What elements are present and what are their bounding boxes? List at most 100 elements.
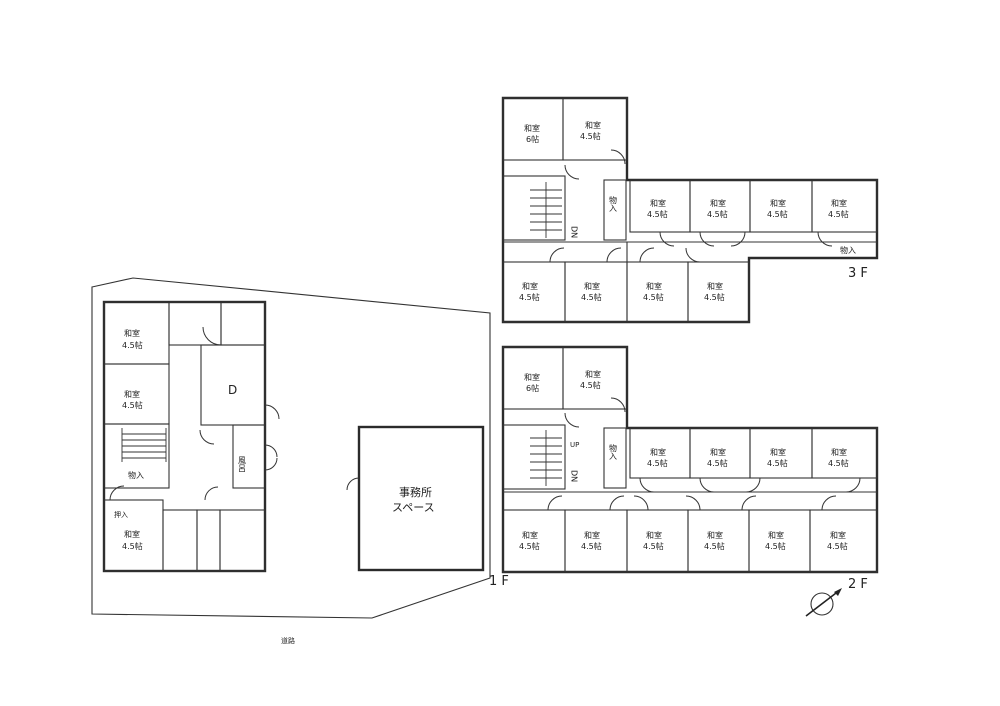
room-size-label: 4.5帖 xyxy=(643,541,664,551)
room-label: 和室 xyxy=(522,281,538,291)
room-label: 和室 xyxy=(830,530,846,540)
room-label: 和室 xyxy=(710,198,726,208)
room-size-label: 4.5帖 xyxy=(767,458,788,468)
door-arc xyxy=(685,247,701,263)
floor-label-1f: 1 F xyxy=(489,574,509,589)
room-2f xyxy=(564,509,628,573)
door-arc xyxy=(202,326,222,346)
bath-room xyxy=(232,424,266,489)
room-label: 和室 xyxy=(124,389,140,399)
room-label: 和室 xyxy=(770,447,786,457)
door-arc xyxy=(699,231,715,247)
door-arc xyxy=(610,397,626,413)
room-label: 和室 xyxy=(524,372,540,382)
room-2f xyxy=(502,509,566,573)
door-arc xyxy=(606,247,622,263)
room-label: 和室 xyxy=(646,281,662,291)
stair-area-3f xyxy=(502,175,566,241)
room-label: 和室 xyxy=(522,530,538,540)
stair-area-1f xyxy=(103,423,170,489)
room-size-label: 4.5帖 xyxy=(580,380,601,390)
room-3f xyxy=(564,261,628,323)
room-size-label: 4.5帖 xyxy=(643,292,664,302)
room-size-label: 4.5帖 xyxy=(122,541,143,551)
door-arc xyxy=(547,495,563,511)
stairs-2f xyxy=(530,430,562,486)
door-arc xyxy=(564,412,580,428)
room-label: 和室 xyxy=(585,369,601,379)
north-arrow-icon xyxy=(805,588,842,617)
closet-label-3f-right: 物入 xyxy=(840,245,856,255)
closet-3f xyxy=(603,179,627,241)
room-label: 和室 xyxy=(124,328,140,338)
door-arc xyxy=(639,247,655,263)
closet-label: 物入 xyxy=(128,470,144,480)
room-2f xyxy=(748,509,811,573)
door-arc xyxy=(639,477,655,493)
door-arc xyxy=(845,477,861,493)
wash-1f xyxy=(196,509,221,572)
road-label: 道路 xyxy=(281,636,295,645)
door-arc xyxy=(685,495,701,511)
room-label: 和室 xyxy=(831,447,847,457)
room-2f xyxy=(811,427,878,479)
door-arc xyxy=(564,164,580,180)
closet-small-label: 押入 xyxy=(114,510,128,519)
door-arc xyxy=(346,477,360,491)
room-1f-c xyxy=(220,301,266,346)
room-label: 和室 xyxy=(710,447,726,457)
room-size-label: 4.5帖 xyxy=(828,209,849,219)
closet-label-3f: 物入 xyxy=(609,195,618,212)
second-floor-plan: UP DN 物入 和室 6帖 和室 4.5帖 和室 4.5帖 和室 4.5帖 和… xyxy=(501,345,879,617)
door-arc xyxy=(817,231,833,247)
room-label: 和室 xyxy=(584,281,600,291)
room-label: 和室 xyxy=(650,447,666,457)
room-label: 和室 xyxy=(768,530,784,540)
door-arc xyxy=(699,477,715,493)
room-size-label: 4.5帖 xyxy=(647,209,668,219)
room-size-label: 4.5帖 xyxy=(122,340,143,350)
room-size-label: 4.5帖 xyxy=(765,541,786,551)
toilet-1f xyxy=(162,509,198,572)
room-size-label: 6帖 xyxy=(526,383,539,393)
room-size-label: 4.5帖 xyxy=(704,541,725,551)
door-arc xyxy=(821,495,837,511)
door-arc xyxy=(633,495,649,511)
up-label-2f: UP xyxy=(570,441,579,449)
door-arc xyxy=(609,495,625,511)
stairs-1f xyxy=(121,428,167,462)
room-3f xyxy=(626,261,689,323)
room-size-label: 4.5帖 xyxy=(767,209,788,219)
office-space-label-line1: 事務所 xyxy=(399,485,432,499)
room-label: 和室 xyxy=(585,120,601,130)
room-size-label: 6帖 xyxy=(526,134,539,144)
room-2f xyxy=(562,346,628,410)
room-label: 和室 xyxy=(770,198,786,208)
room-size-label: 4.5帖 xyxy=(580,131,601,141)
door-arc xyxy=(204,486,219,501)
door-arc xyxy=(264,404,280,420)
door-arc xyxy=(199,429,215,445)
room-size-label: 4.5帖 xyxy=(828,458,849,468)
stair-area-2f xyxy=(502,424,566,490)
first-floor-plan: 和室 4.5帖 和室 4.5帖 和室 4.5帖 D 物入 風呂 押入 事務所 ス… xyxy=(91,277,509,645)
room-size-label: 4.5帖 xyxy=(707,209,728,219)
room-size-label: 4.5帖 xyxy=(519,292,540,302)
door-arc xyxy=(549,247,565,263)
door-arc xyxy=(610,149,626,165)
door-arc xyxy=(264,457,278,471)
room-label: 和室 xyxy=(124,529,140,539)
door-arc xyxy=(741,495,757,511)
room-label: 和室 xyxy=(831,198,847,208)
dn-label-3f: DN xyxy=(570,226,579,238)
room-size-label: 4.5帖 xyxy=(647,458,668,468)
hall-1f xyxy=(168,301,222,346)
floor-label-3f: 3 F xyxy=(848,266,868,281)
bath-label: 風呂 xyxy=(238,456,247,473)
room-label: 和室 xyxy=(584,530,600,540)
room-3f xyxy=(562,97,628,161)
site-boundary xyxy=(91,277,491,619)
room-size-label: 4.5帖 xyxy=(519,541,540,551)
room-2f xyxy=(809,509,878,573)
